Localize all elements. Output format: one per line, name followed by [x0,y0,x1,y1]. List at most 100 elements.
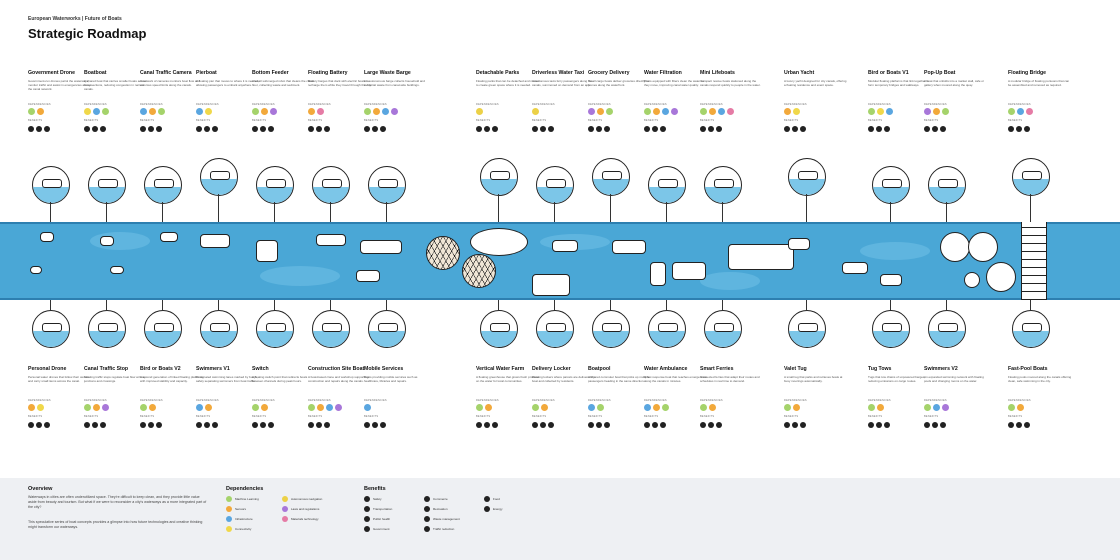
dependency-ml-icon [364,108,371,115]
concept-description: Modular floating platforms that link tog… [868,79,929,87]
circle-water [789,330,825,347]
dependency-ml-icon [158,108,165,115]
benefit-icon [548,126,554,132]
benefit-dots [28,126,92,132]
water-ripple [860,242,930,260]
benefit-dots [924,422,988,428]
benefit-icon [492,126,498,132]
dependencies-label: DEPENDENCIES [84,399,107,402]
legend-dependency-law: Laws and regulations [282,506,319,512]
concept-title: Bottom Feeder [252,70,289,76]
dependencies-label: DEPENDENCIES [784,103,807,106]
legend-dependency-sensors: Sensors [226,506,246,512]
page-title: Strategic Roadmap [28,26,147,41]
benefits-label: BENEFITS [532,119,547,122]
dependencies-label: DEPENDENCIES [308,103,331,106]
boat-icon [602,171,622,180]
dependency-dots [644,404,708,411]
benefit-icon [1016,126,1022,132]
benefit-dots [364,126,428,132]
dependency-ml-icon [84,404,91,411]
benefits-label: BENEFITS [588,119,603,122]
dependency-dots [476,108,540,115]
benefits-label: BENEFITS [588,415,603,418]
connector-line [946,202,947,240]
concept-title: Smart Ferries [700,366,734,372]
concept-description: An expanded swimming network with floati… [924,375,984,383]
dependency-sensors-icon [485,404,492,411]
canal-boat-icon [880,274,902,286]
dependency-law-icon [671,108,678,115]
legend-dependency-infra: Infrastructure [226,516,253,522]
boat-icon [602,323,622,332]
benefit-icon [700,126,706,132]
boat-icon [266,179,286,188]
dependencies-label: DEPENDENCIES [868,103,891,106]
benefits-label: BENEFITS [1008,119,1023,122]
benefit-icon [36,126,42,132]
dependency-dots [868,108,932,115]
benefits-label: BENEFITS [868,415,883,418]
dependency-ml-icon [252,404,259,411]
boat-icon [98,323,118,332]
benefit-icon [932,422,938,428]
dependency-dots [784,108,848,115]
dependencies-label: DEPENDENCIES [532,399,555,402]
boat-icon [546,323,566,332]
dependency-icon [226,526,232,532]
concept-description: A network of cameras monitors boat flow … [140,79,200,87]
canal-boat-icon [728,244,794,270]
dependency-sensors-icon [149,108,156,115]
dependency-sensors-icon [597,108,604,115]
dependency-infra-icon [644,404,651,411]
boat-icon [1022,323,1042,332]
concept-description: A second generation of linked floating p… [140,375,204,383]
dependencies-label: DEPENDENCIES [252,399,275,402]
concept-title: Pierboat [196,70,217,76]
boat-icon [490,323,510,332]
legend-label: Machine Learning [235,497,259,501]
top-concept-illustration [88,166,126,204]
top-concept-illustration [648,166,686,204]
circle-water [649,330,685,347]
dependencies-label: DEPENDENCIES [784,399,807,402]
circle-water [369,330,405,347]
benefit-icon [196,422,202,428]
benefit-dots [924,126,988,132]
concept-title: Driverless Water Taxi [532,70,585,76]
bottom-concept-illustration [648,310,686,348]
benefit-icon [424,496,430,502]
dependency-ml-icon [868,404,875,411]
benefits-label: BENEFITS [84,415,99,418]
concept-description: A floating pier that moves to where it i… [196,79,260,87]
dependency-ml-icon [28,108,35,115]
dependency-ml-icon [597,404,604,411]
benefit-icon [1008,126,1014,132]
concept-title: Swimmers V2 [924,366,958,372]
bottom-concept-illustration [200,310,238,348]
dependency-infra-icon [933,404,940,411]
benefit-icon [868,126,874,132]
benefit-icon [28,126,34,132]
dependency-dots [700,108,764,115]
legend-label: Traffic reduction [433,527,455,531]
concept-title: Tug Tows [868,366,892,372]
bottom-concept-illustration [256,310,294,348]
benefits-label: BENEFITS [364,119,379,122]
boat-icon [798,323,818,332]
benefit-dots [252,126,316,132]
benefit-icon [260,126,266,132]
canal-boat-icon [532,274,570,296]
dependencies-label: DEPENDENCIES [868,399,891,402]
benefit-dots [252,422,316,428]
benefit-icon [604,126,610,132]
legend-label: Autonomous navigation [291,497,323,501]
dependency-sensors-icon [373,108,380,115]
benefit-icon [884,126,890,132]
dependency-dots [868,404,932,411]
